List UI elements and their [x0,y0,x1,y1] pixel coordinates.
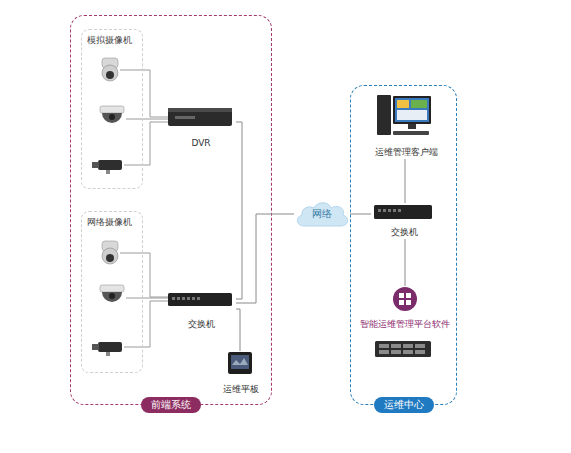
node-label: 智能运维管理平台软件 [353,318,457,331]
tablet-device [228,352,252,374]
device-node: 运维管理客户端 [361,93,451,159]
camera-group: 模拟摄像机 [81,29,143,189]
device-node: DVR [166,106,236,148]
node-label: 前端系统 [141,397,201,413]
camera-group: 网络摄像机 [81,211,143,373]
switch-device [168,293,232,306]
node-label: 交换机 [371,226,437,239]
node-label: 网络 [294,200,350,228]
dome-camera [100,106,124,123]
box-camera [92,342,122,356]
connector-line [236,122,242,299]
platform-icon [393,287,417,311]
connector-line [405,159,406,203]
ptz-camera [102,241,118,264]
connector-line [236,309,240,351]
server-device [375,341,431,357]
node-label: 网络摄像机 [87,216,132,229]
connector-line [350,214,371,215]
software-node: 智能运维管理平台软件 [353,286,457,331]
device-node: 交换机 [166,291,236,331]
dome-camera [100,285,124,302]
node-label: 运维平板 [223,383,259,396]
connector-line [236,214,294,303]
box-camera [92,160,122,174]
device-node: 运维平板 [223,351,259,396]
node-label: 交换机 [166,318,236,331]
node-label: 运维管理客户端 [361,146,451,159]
dvr-device [168,108,232,126]
node-label: 模拟摄像机 [87,34,132,47]
computer-icon [377,95,431,135]
camera-wires [120,70,168,347]
connector-line [405,239,406,286]
system-group: 前端系统模拟摄像机网络摄像机DVR交换机运维平板 [70,15,272,405]
network-cloud: 网络 [294,200,350,228]
device-node: 交换机 [371,203,437,239]
center-group: 运维中心运维管理客户端交换机智能运维管理平台软件 [350,85,457,405]
node-label: DVR [166,138,236,148]
node-label: 运维中心 [374,397,434,413]
ptz-camera [102,58,118,81]
switch-device [374,205,432,219]
